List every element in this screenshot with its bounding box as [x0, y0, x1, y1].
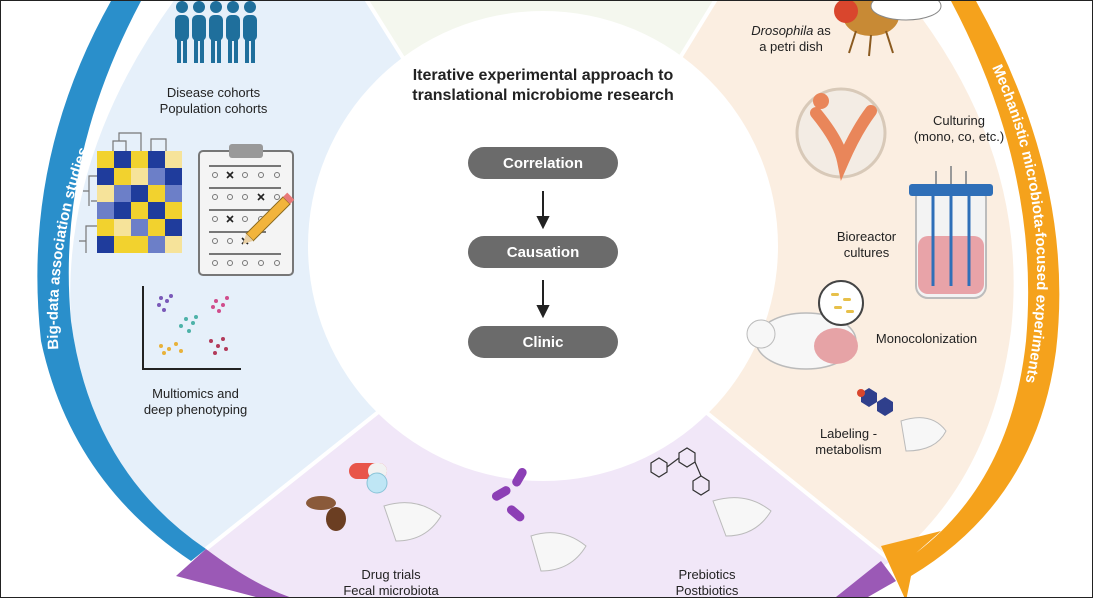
step-correlation: Correlation: [468, 147, 618, 179]
drosophila-label: Drosophila as a petri dish: [741, 23, 841, 55]
people-cohort-icon: [175, 1, 257, 63]
fecal-icon: [306, 496, 346, 531]
bottom-mice-icon: [383, 497, 772, 572]
multiomics-label: Multiomics and deep phenotyping: [123, 386, 268, 418]
drug-capsule-icon: [349, 463, 388, 494]
cohorts-label: Disease cohorts Population cohorts: [141, 85, 286, 117]
bioreactor-line1: Bioreactor: [836, 229, 897, 244]
fecal-text: Fecal microbiota: [343, 583, 439, 598]
heatmap-icon: [79, 132, 182, 253]
labeling-label: Labeling - metabolism: [801, 426, 896, 458]
clipboard-icon: [198, 144, 295, 276]
petri-dish-icon: [795, 87, 887, 181]
center-title: Iterative experimental approach to trans…: [343, 66, 743, 106]
labeling-line2: metabolism: [815, 442, 882, 457]
prebiotic-molecule-icon: [650, 447, 710, 496]
multiomics-line2: deep phenotyping: [143, 402, 248, 417]
bioreactor-label: Bioreactor cultures: [819, 229, 914, 261]
bacteria-icon: [491, 467, 527, 522]
culturing-label: Culturing (mono, co, etc.): [899, 113, 1019, 145]
postbiotics-text: Postbiotics: [675, 583, 739, 598]
prebiotics-text: Prebiotics: [678, 567, 736, 582]
center-title-line2: translational microbiome research: [412, 87, 674, 104]
flow-arrows: [536, 191, 550, 319]
scatter-cluster-icon: [142, 286, 241, 370]
drosophila-italic: Drosophila: [751, 23, 814, 38]
multiomics-line1: Multiomics and: [152, 386, 239, 401]
labeling-line1: Labeling -: [819, 426, 878, 441]
left-arc-band: [37, 1, 206, 561]
cohorts-line2: Population cohorts: [159, 101, 268, 116]
mouse-monocolonization-icon: [746, 280, 864, 370]
step-clinic: Clinic: [468, 326, 618, 358]
cohorts-line1: Disease cohorts: [166, 85, 261, 100]
bioreactor-icon: [909, 166, 993, 299]
step-causation: Causation: [468, 236, 618, 268]
bottom-arc-band: [176, 549, 290, 597]
biotics-label: Prebiotics Postbiotics: [647, 567, 767, 598]
drosophila-line2: a petri dish: [759, 39, 823, 54]
drug-trials-text: Drug trials: [361, 567, 421, 582]
culturing-line1: Culturing: [932, 113, 986, 128]
labeling-icon: [857, 388, 947, 452]
culturing-line2: (mono, co, etc.): [913, 129, 1005, 144]
drug-fecal-label: Drug trials Fecal microbiota: [321, 567, 461, 598]
monocolonization-label: Monocolonization: [875, 331, 978, 346]
drosophila-icon: [834, 1, 942, 57]
center-title-line1: Iterative experimental approach to: [412, 67, 674, 84]
bioreactor-line2: cultures: [843, 245, 890, 260]
drosophila-rest: as: [813, 23, 831, 38]
right-arc-band: [881, 1, 1060, 597]
